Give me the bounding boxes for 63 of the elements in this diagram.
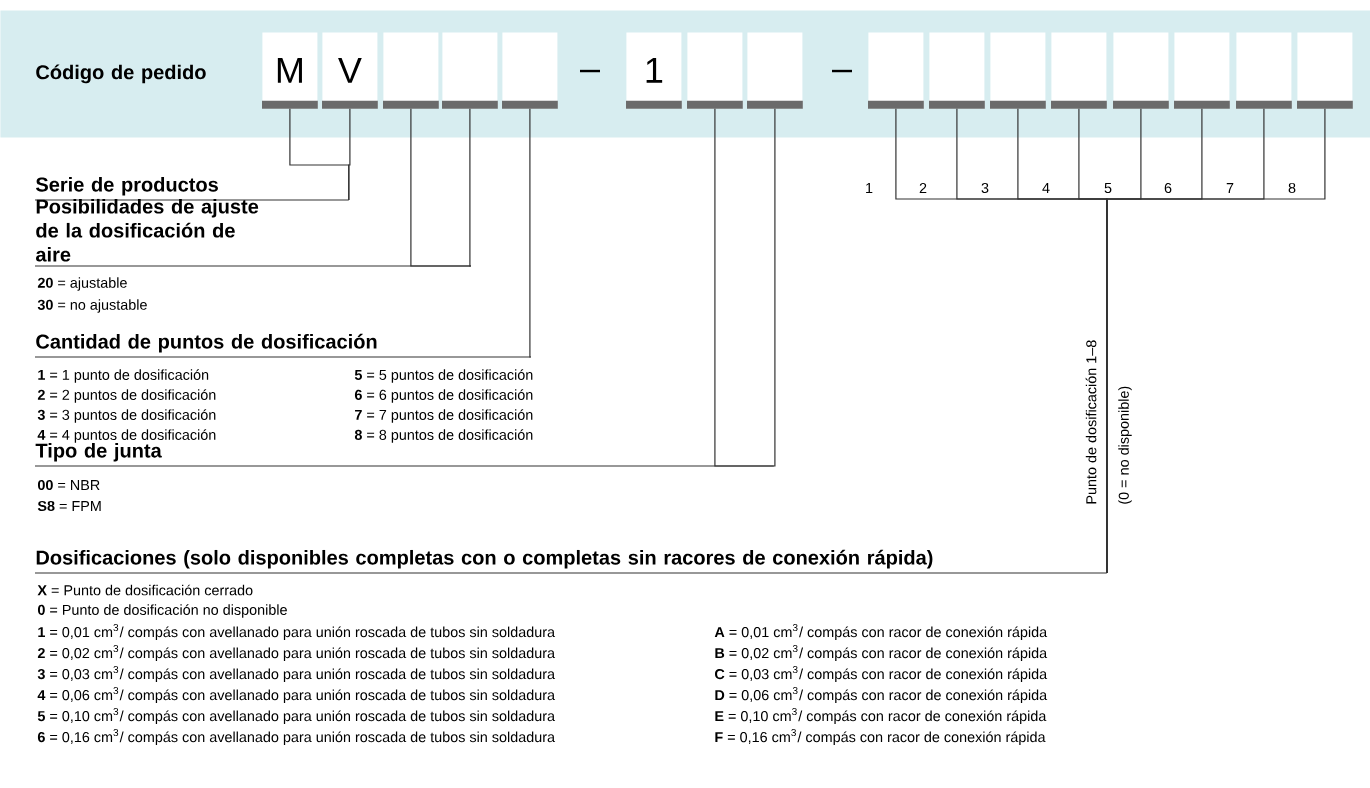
code-box xyxy=(1236,32,1292,109)
code-value: 3 = 0,03 cm$^{3}$/ compás con avellanado para unión roscada de tubos sin soldadura xyxy=(37,666,556,683)
leader-line xyxy=(1106,108,1326,574)
code-value: C = 0,03 cm$^{3}$/ compás con racor de conexión rápida xyxy=(715,666,1048,683)
field-heading: Cantidad de puntos de dosificación xyxy=(34,333,532,358)
code-box xyxy=(442,32,498,109)
code-value: 5 = 5 puntos de dosificación xyxy=(354,369,533,383)
position-number: 8 xyxy=(1288,182,1296,194)
code-box xyxy=(1297,32,1353,109)
code-value: B = 0,02 cm$^{3}$/ compás con racor de conexión rápida xyxy=(715,645,1048,662)
code-box: 1 xyxy=(626,32,682,109)
code-value: D = 0,06 cm$^{3}$/ compás con racor de conexión rápida xyxy=(715,687,1048,704)
code-value: S8 = FPM xyxy=(37,500,101,512)
code-value: 0 = Punto de dosificación no disponible xyxy=(37,604,287,618)
code-value: 4 = 0,06 cm$^{3}$/ compás con avellanado para unión roscada de tubos sin soldadura xyxy=(37,687,556,704)
code-value: 2 = 0,02 cm$^{3}$/ compás con avellanado para unión roscada de tubos sin soldadura xyxy=(37,645,556,662)
separator-dash: – xyxy=(832,69,852,73)
code-value: 6 = 6 puntos de dosificación xyxy=(354,389,533,403)
code-box xyxy=(868,32,924,109)
code-box xyxy=(747,32,803,109)
vertical-note: Punto de dosificación 1–8 xyxy=(1085,340,1097,504)
separator-dash: – xyxy=(580,69,600,73)
code-box xyxy=(687,32,743,109)
code-box xyxy=(502,32,558,109)
vertical-note: (0 = no disponible) xyxy=(1118,386,1132,504)
code-value: 00 = NBR xyxy=(37,479,100,491)
leader-line xyxy=(773,108,776,467)
code-value: 5 = 0,10 cm$^{3}$/ compás con avellanado para unión roscada de tubos sin soldadura xyxy=(37,708,556,725)
code-value: F = 0,16 cm$^{3}$/ compás con racor de conexión rápida xyxy=(715,729,1046,746)
code-box xyxy=(1051,32,1107,109)
leader-line xyxy=(469,108,472,267)
code-value: E = 0,10 cm$^{3}$/ compás con racor de conexión rápida xyxy=(715,708,1047,725)
code-box: V xyxy=(322,32,378,109)
code-value: 2 = 2 puntos de dosificación xyxy=(37,389,216,403)
code-value: 4 = 4 puntos de dosificación xyxy=(37,429,216,443)
code-value: 6 = 0,16 cm$^{3}$/ compás con avellanado para unión roscada de tubos sin soldadura xyxy=(37,729,556,746)
code-box xyxy=(929,32,985,109)
leader-line xyxy=(410,108,472,267)
code-value: 1 = 0,01 cm$^{3}$/ compás con avellanado para unión roscada de tubos sin soldadura xyxy=(38,624,556,641)
field-heading: Posibilidades de ajuste de la dosificación de aire xyxy=(34,198,472,267)
code-box xyxy=(1174,32,1230,109)
code-box xyxy=(383,32,439,109)
leader-line xyxy=(714,108,775,467)
code-value: 8 = 8 puntos de dosificación xyxy=(354,429,533,443)
position-number: 5 xyxy=(1104,183,1112,193)
code-value: 20 = ajustable xyxy=(37,277,127,291)
field-heading: Dosificaciones (solo disponibles completas con o completas sin racores de conexión rápida) xyxy=(34,549,1108,574)
position-number: 7 xyxy=(1226,183,1234,193)
code-box: M xyxy=(262,32,318,109)
code-value: A = 0,01 cm$^{3}$/ compás con racor de conexión rápida xyxy=(714,624,1048,641)
code-box xyxy=(1113,32,1169,109)
position-number: 3 xyxy=(981,182,989,194)
code-value: 3 = 3 puntos de dosificación xyxy=(37,409,216,423)
code-value: 7 = 7 puntos de dosificación xyxy=(355,409,533,423)
leader-line xyxy=(529,108,532,358)
position-number: 1 xyxy=(866,183,873,193)
code-value: 30 = no ajustable xyxy=(37,299,147,313)
leader-line xyxy=(348,108,351,201)
position-number: 2 xyxy=(919,183,927,194)
code-box xyxy=(990,32,1046,109)
field-heading: Tipo de junta xyxy=(34,442,775,467)
position-number: 6 xyxy=(1164,182,1172,194)
position-number: 4 xyxy=(1042,183,1050,193)
